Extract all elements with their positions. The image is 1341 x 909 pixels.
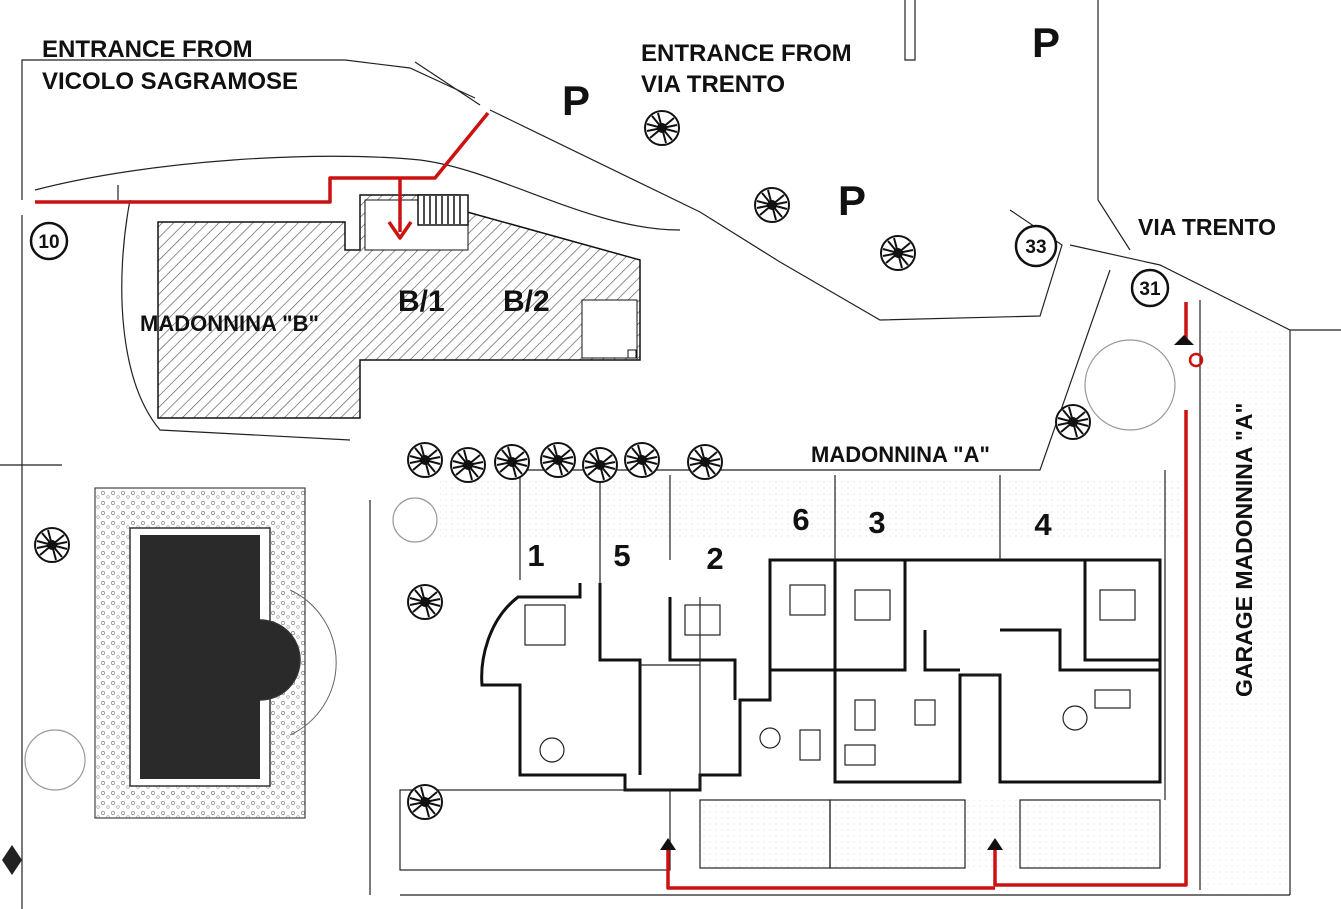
- entrance-vicolo-label-line2: VICOLO SAGRAMOSE: [42, 68, 298, 95]
- tree-icon: [494, 444, 530, 480]
- swimming-pool-icon: [140, 535, 260, 779]
- tree-icon: [450, 447, 486, 483]
- tree-icon: [407, 442, 443, 478]
- entrance-trento-label-line1: ENTRANCE FROM: [641, 40, 852, 67]
- unit-4-label: 4: [1034, 507, 1052, 542]
- stairs-icon: [417, 194, 469, 226]
- unit-5-label: 5: [613, 538, 630, 573]
- unit-1-label: 1: [527, 538, 544, 573]
- tree-icon: [392, 497, 438, 543]
- street-number-31: 31: [1130, 268, 1170, 308]
- entrance-vicolo-label-line1: ENTRANCE FROM: [42, 36, 253, 63]
- garages: [399, 789, 1161, 871]
- tree-icon: [754, 187, 790, 223]
- unit-2-label: 2: [706, 541, 723, 576]
- svg-text:31: 31: [1139, 279, 1161, 300]
- building-b-label: MADONNINA "B": [140, 311, 319, 336]
- tree-icon: [687, 444, 723, 480]
- tree-icon: [644, 110, 680, 146]
- tree-icon: [1084, 339, 1176, 431]
- route-garage-west: [666, 850, 995, 890]
- tree-icon: [34, 527, 70, 563]
- parking-marker: P: [838, 177, 866, 224]
- route-garage: [993, 410, 1188, 887]
- tree-icon: [24, 729, 86, 791]
- trees: [24, 110, 1176, 820]
- building-madonnina-b: [157, 194, 641, 419]
- lot-dividers: [519, 470, 1166, 800]
- unit-6-label: 6: [792, 502, 809, 537]
- building-madonnina-a: [480, 558, 1162, 792]
- building-a-label: MADONNINA "A": [811, 442, 990, 467]
- entrance-trento-label-line2: VIA TRENTO: [641, 71, 785, 98]
- tree-icon: [407, 584, 443, 620]
- svg-text:33: 33: [1025, 237, 1046, 258]
- svg-text:10: 10: [38, 232, 59, 253]
- route-vicolo-sagramose: [35, 111, 490, 204]
- street-label-via-trento: VIA TRENTO: [1138, 214, 1276, 240]
- tree-icon: [407, 784, 443, 820]
- tree-icon: [1055, 404, 1091, 440]
- parking-marker: P: [1032, 19, 1060, 66]
- tree-icon: [624, 442, 660, 478]
- street-number-33: 33: [1014, 224, 1058, 268]
- tree-icon: [540, 442, 576, 478]
- street-number-10: 10: [29, 221, 69, 261]
- unit-3-label: 3: [868, 505, 885, 540]
- entrance-markers: [2, 335, 1194, 875]
- access-routes: [35, 111, 1204, 890]
- unit-b1-label: B/1: [398, 285, 445, 318]
- garage-label: GARAGE MADONNINA "A": [1231, 403, 1257, 697]
- parking-marker: P: [562, 77, 590, 124]
- tree-icon: [582, 447, 618, 483]
- arrow-down-icon: [387, 221, 413, 240]
- pool-area: [94, 487, 337, 819]
- tree-icon: [880, 235, 916, 271]
- route-marker: [1188, 352, 1204, 368]
- unit-b2-label: B/2: [503, 285, 550, 318]
